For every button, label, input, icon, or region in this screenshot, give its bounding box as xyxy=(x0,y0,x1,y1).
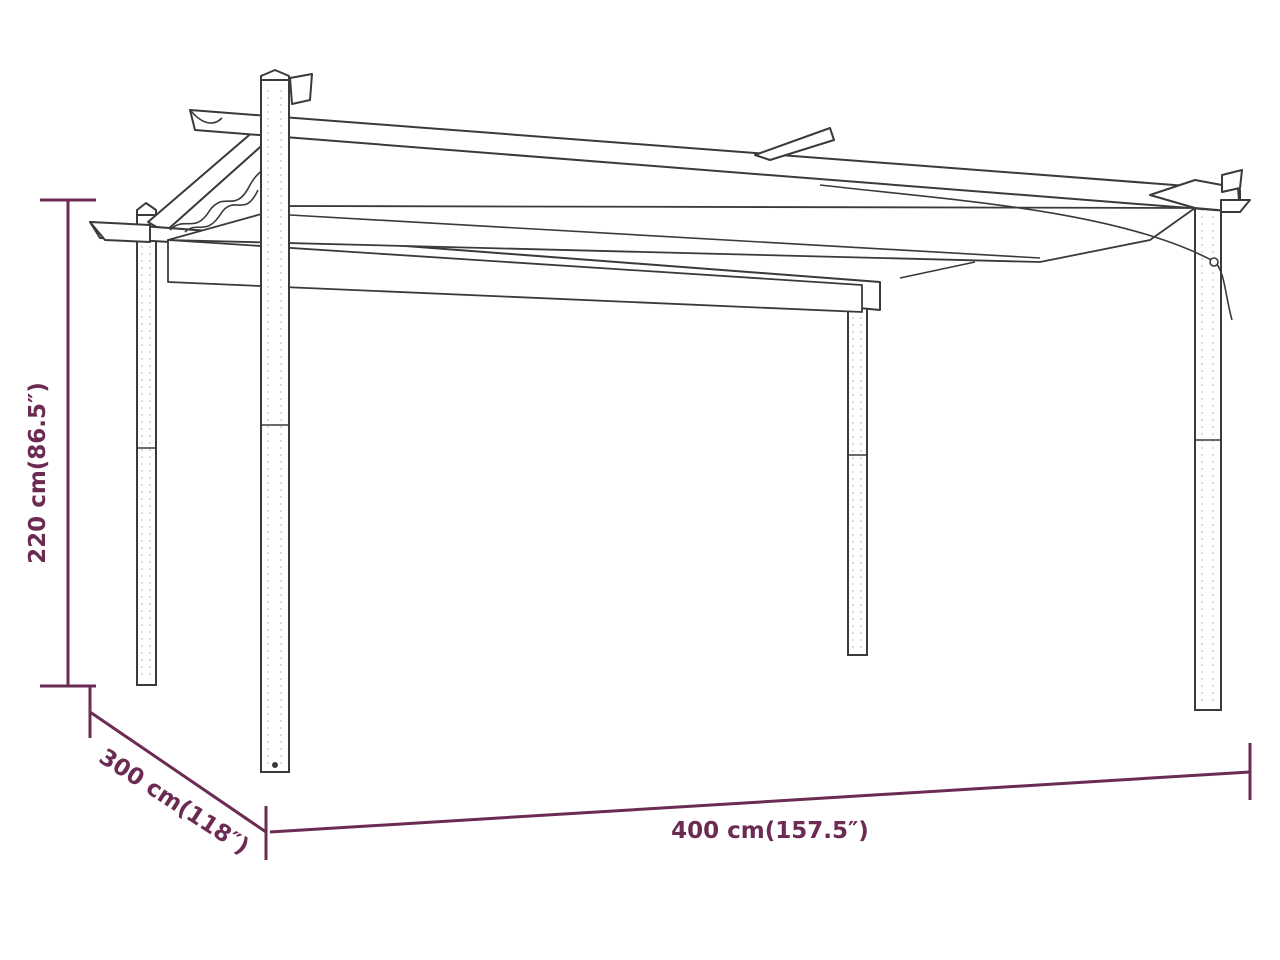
front-left-pole xyxy=(260,69,290,773)
depth-label: 300 cm(118″) xyxy=(94,744,253,860)
depth-dimension xyxy=(88,686,268,860)
height-label: 220 cm(86.5″) xyxy=(25,382,51,564)
retractable-canopy xyxy=(167,159,1233,321)
height-dimension xyxy=(40,198,96,688)
front-right-pole xyxy=(847,299,868,656)
width-label: 400 cm(157.5″) xyxy=(671,818,869,844)
back-left-pole xyxy=(136,202,157,686)
width-dimension xyxy=(269,743,1252,834)
